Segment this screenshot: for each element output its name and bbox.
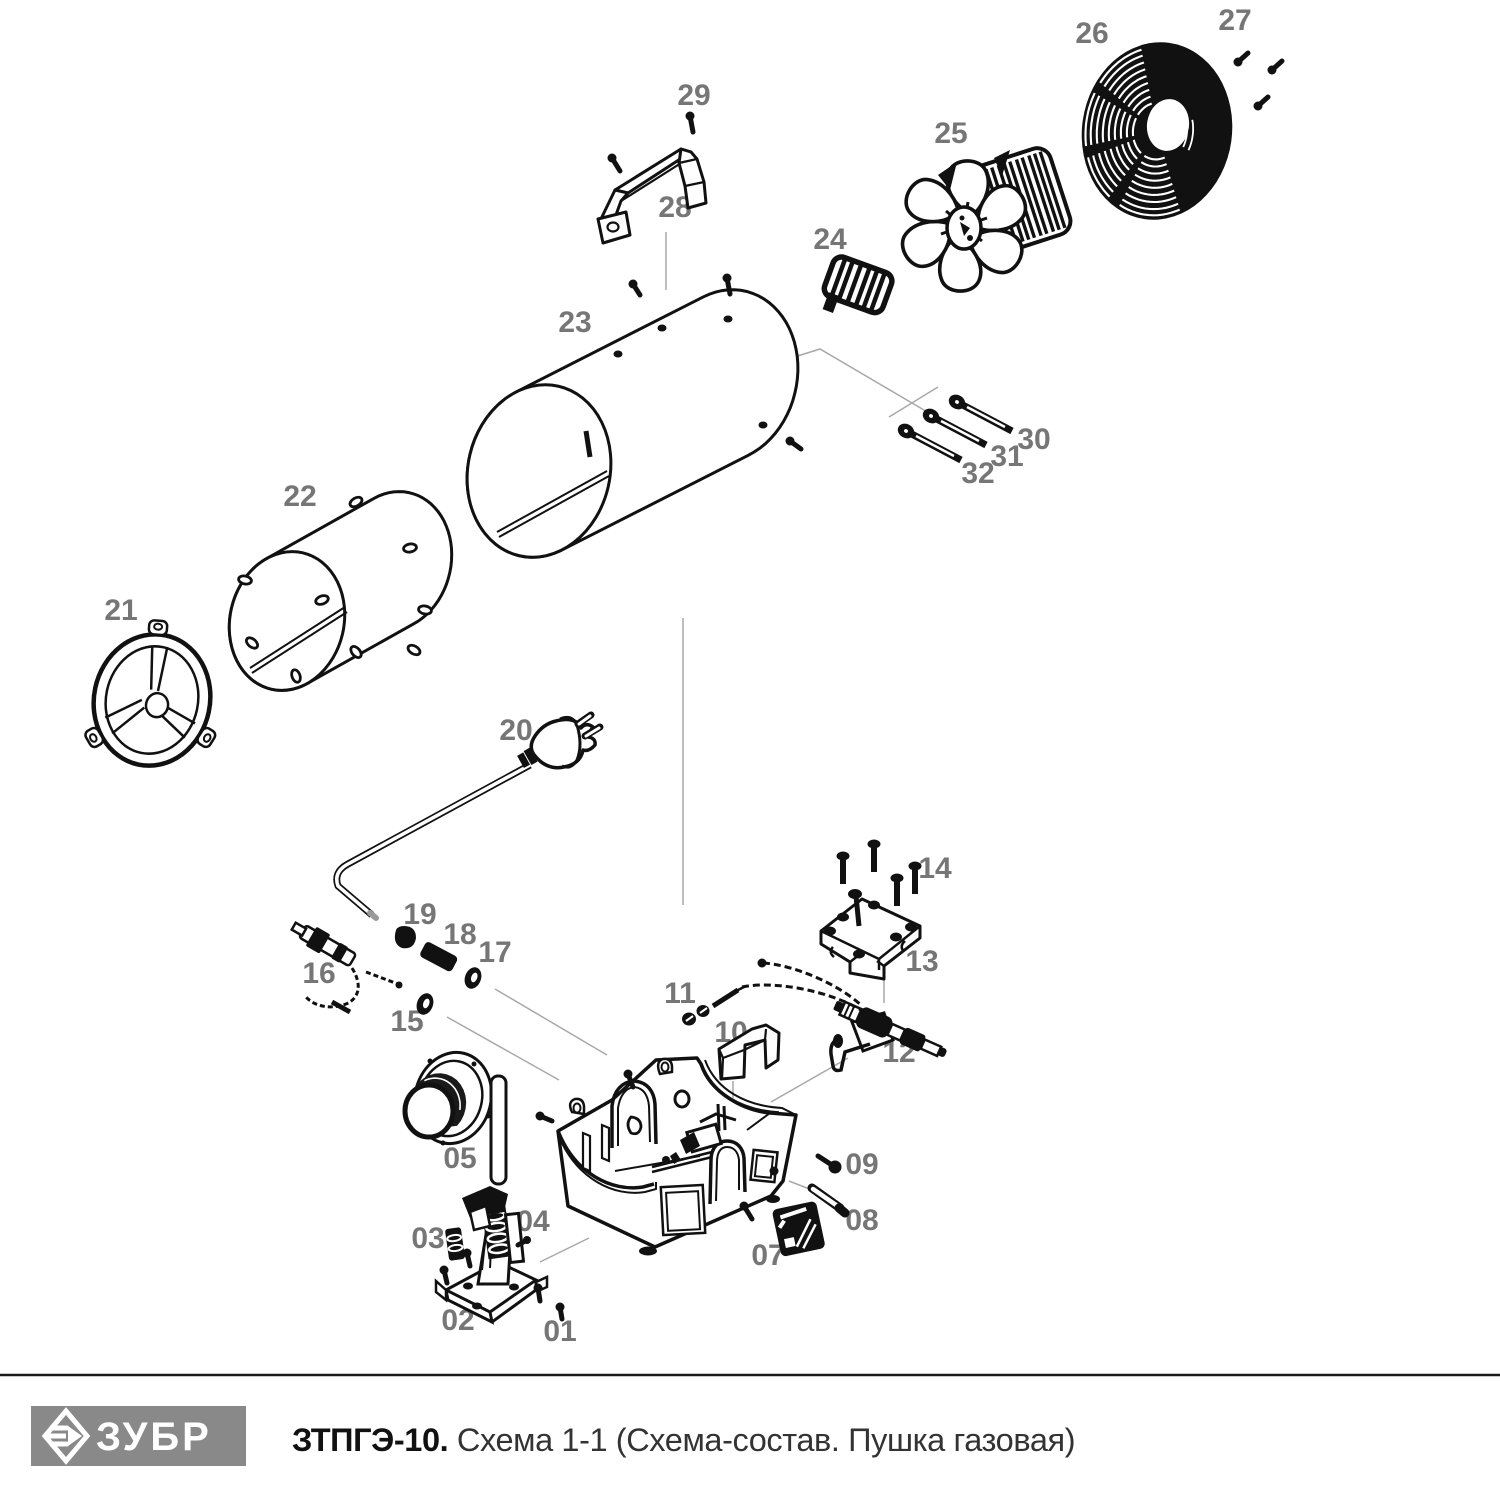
svg-text:17: 17 [478, 936, 511, 969]
svg-text:29: 29 [677, 79, 710, 112]
svg-text:08: 08 [845, 1204, 878, 1237]
svg-text:05: 05 [443, 1142, 476, 1175]
svg-text:ЗУБР: ЗУБР [96, 1415, 212, 1459]
svg-text:03: 03 [411, 1222, 444, 1255]
svg-text:22: 22 [283, 480, 316, 513]
svg-text:23: 23 [558, 306, 591, 339]
svg-text:27: 27 [1218, 4, 1251, 37]
svg-text:18: 18 [443, 918, 476, 951]
svg-text:21: 21 [104, 594, 137, 627]
svg-text:02: 02 [441, 1304, 474, 1337]
svg-text:31: 31 [990, 440, 1023, 473]
svg-text:20: 20 [499, 714, 532, 747]
svg-text:14: 14 [918, 852, 952, 885]
svg-text:25: 25 [934, 117, 967, 150]
svg-text:09: 09 [845, 1148, 878, 1181]
svg-text:16: 16 [302, 957, 335, 990]
svg-text:30: 30 [1017, 423, 1050, 456]
svg-text:26: 26 [1075, 17, 1108, 50]
svg-text:32: 32 [961, 457, 994, 490]
svg-text:11: 11 [664, 977, 696, 1010]
svg-text:ЗТПГЭ-10. Схема 1-1 (Схема-сос: ЗТПГЭ-10. Схема 1-1 (Схема-состав. Пушка… [292, 1422, 1075, 1458]
svg-text:19: 19 [403, 898, 436, 931]
svg-text:13: 13 [905, 945, 938, 978]
svg-text:24: 24 [813, 223, 847, 256]
